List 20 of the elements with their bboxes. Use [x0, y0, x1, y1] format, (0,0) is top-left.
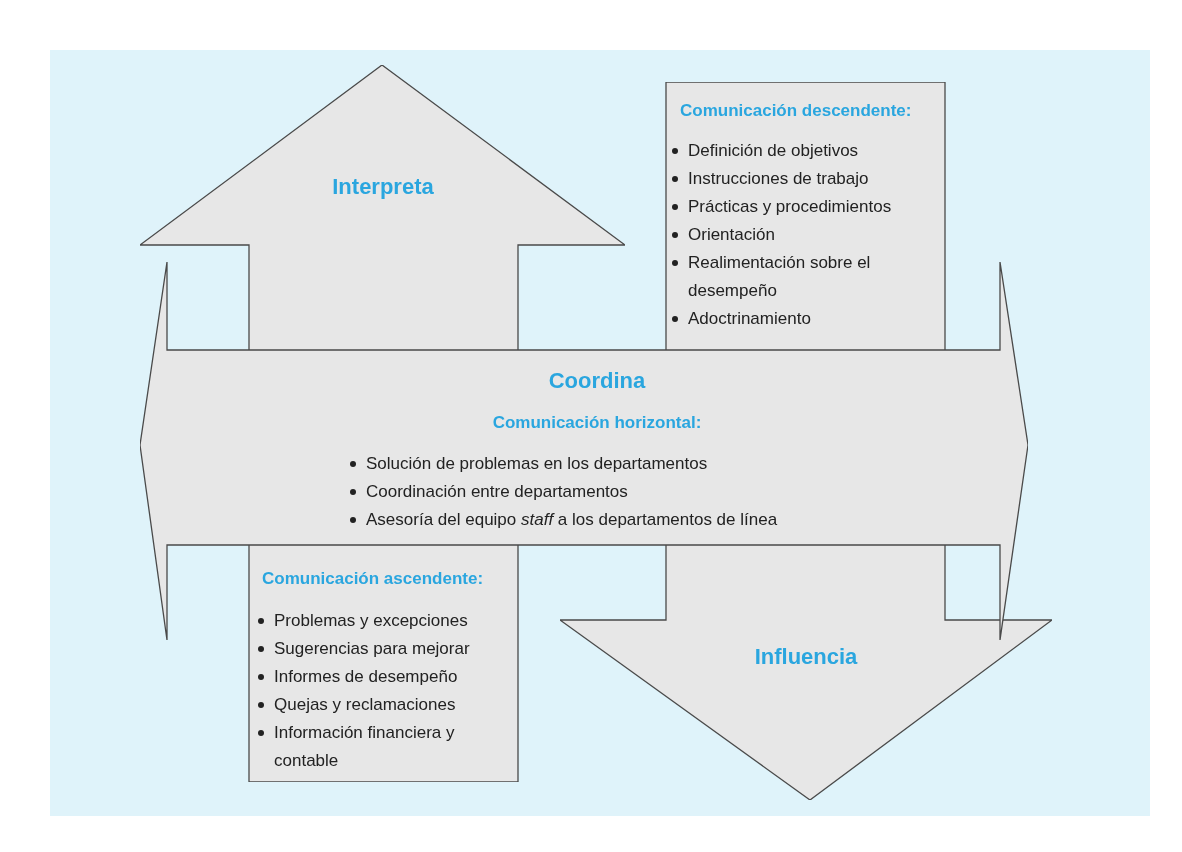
arrow-title: Influencia	[754, 644, 858, 669]
arrow-title: Interpreta	[332, 174, 434, 199]
list-item: Quejas y reclamaciones	[274, 694, 456, 716]
section-heading: Comunicación ascendente:	[262, 569, 484, 588]
list-item: Instrucciones de trabajo	[688, 168, 869, 190]
list-item: Asesoría del equipo staff a los departamentos de línea	[366, 509, 778, 531]
arrow-title: Coordina	[548, 368, 646, 393]
section-heading: Comunicación horizontal:	[492, 413, 702, 432]
list-item: Informes de desempeño	[274, 666, 458, 688]
list-item: Adoctrinamiento	[688, 308, 811, 330]
list-item: Realimentación sobre el desempeño	[688, 252, 872, 302]
list-item: Definición de objetivos	[688, 140, 859, 162]
list-item: Coordinación entre departamentos	[366, 481, 628, 503]
list-item: Solución de problemas en los departamentos	[366, 453, 708, 475]
list-item: Orientación	[688, 224, 775, 246]
list-item: Sugerencias para mejorar	[274, 638, 470, 660]
list-item: Problemas y excepciones	[274, 610, 468, 632]
list-item: Prácticas y procedimientos	[688, 196, 892, 218]
section-heading: Comunicación descendente:	[680, 101, 912, 120]
list-item: Información financiera y contable	[274, 722, 456, 772]
